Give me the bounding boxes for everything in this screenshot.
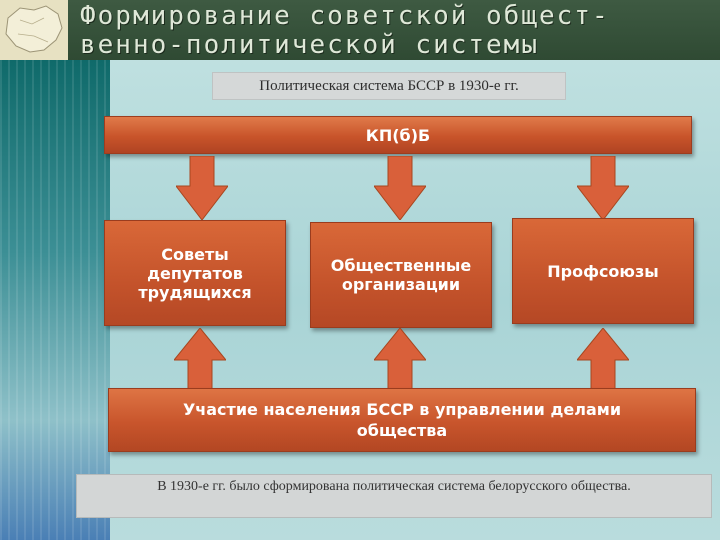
diagram-subtitle: Политическая система БССР в 1930-е гг. [212,72,566,100]
box-trade-unions-label: Профсоюзы [547,261,659,281]
slide-title: Формирование советской общест- венно-пол… [80,2,710,60]
down-arrow-3 [577,156,629,220]
decorative-ornament-panel [0,60,110,540]
up-arrow-3 [577,328,629,390]
box-trade-unions: Профсоюзы [512,218,694,324]
slide-header [68,0,720,60]
belarus-map-thumbnail [0,0,68,60]
down-arrow-1 [176,156,228,220]
conclusion-text: В 1930-е гг. было сформирована политичес… [76,474,712,518]
title-line-2: венно-политической системы [80,30,539,60]
box-soviets-label: Советы депутатов трудящихся [138,244,252,302]
box-soviets: Советы депутатов трудящихся [104,220,286,326]
top-box-party: КП(б)Б [104,116,692,154]
up-arrow-1 [174,328,226,390]
title-line-1: Формирование советской общест- [80,1,610,31]
box-public-organizations-label: Общественные организации [330,256,472,294]
up-arrow-2 [374,328,426,390]
bottom-box-participation: Участие населения БССР в управлении дела… [108,388,696,452]
box-public-organizations: Общественные организации [310,222,492,328]
bottom-box-participation-label: Участие населения БССР в управлении дела… [182,400,622,440]
down-arrow-2 [374,156,426,220]
